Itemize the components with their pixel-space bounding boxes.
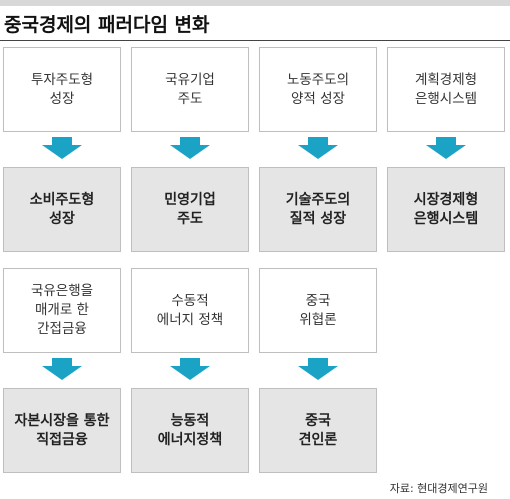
box-to-4: 시장경제형 은행시스템 bbox=[387, 167, 505, 252]
box-from-5: 국유은행을 매개로 한 간접금융 bbox=[3, 268, 121, 353]
diagram-title: 중국경제의 패러다임 변화 bbox=[4, 14, 210, 36]
arrow-down-icon bbox=[42, 137, 82, 159]
box-from-4: 계획경제형 은행시스템 bbox=[387, 47, 505, 132]
box-to-1: 소비주도형 성장 bbox=[3, 167, 121, 252]
box-to-7: 중국 견인론 bbox=[259, 388, 377, 473]
arrow-down-icon bbox=[426, 137, 466, 159]
box-to-3: 기술주도의 질적 성장 bbox=[259, 167, 377, 252]
box-from-2: 국유기업 주도 bbox=[131, 47, 249, 132]
arrow-down-icon bbox=[42, 358, 82, 380]
arrow-down-icon bbox=[170, 358, 210, 380]
arrow-down-icon bbox=[170, 137, 210, 159]
box-from-3: 노동주도의 양적 성장 bbox=[259, 47, 377, 132]
arrow-down-icon bbox=[298, 358, 338, 380]
box-from-1: 투자주도형 성장 bbox=[3, 47, 121, 132]
arrow-down-icon bbox=[298, 137, 338, 159]
top-bar bbox=[0, 0, 510, 6]
box-to-6: 능동적 에너지정책 bbox=[131, 388, 249, 473]
box-to-2: 민영기업 주도 bbox=[131, 167, 249, 252]
title-rule bbox=[0, 40, 510, 41]
box-from-6: 수동적 에너지 정책 bbox=[131, 268, 249, 353]
source-note: 자료: 현대경제연구원 bbox=[389, 482, 488, 495]
box-to-5: 자본시장을 통한 직접금융 bbox=[3, 388, 121, 473]
box-from-7: 중국 위협론 bbox=[259, 268, 377, 353]
